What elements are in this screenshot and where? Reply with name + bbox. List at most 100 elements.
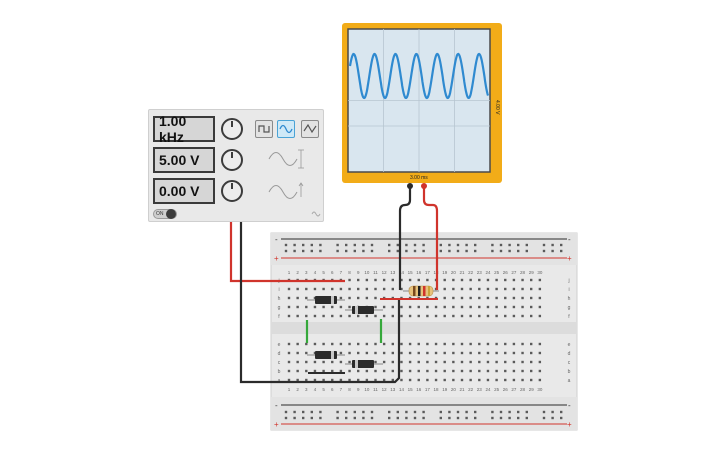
terminal-hole[interactable]	[469, 296, 472, 300]
terminal-hole[interactable]	[365, 351, 369, 355]
terminal-hole[interactable]	[452, 305, 455, 309]
terminal-hole[interactable]	[348, 369, 351, 373]
wire-scope-positive[interactable]	[422, 186, 439, 290]
rail-hole[interactable]	[362, 243, 365, 247]
terminal-hole[interactable]	[305, 314, 308, 318]
function-generator[interactable]: 1.00 kHz 5.00 V 0.00 V	[148, 109, 324, 222]
terminal-hole[interactable]	[357, 278, 360, 282]
terminal-hole[interactable]	[400, 314, 403, 318]
rail-hole[interactable]	[542, 416, 546, 420]
terminal-hole[interactable]	[391, 369, 394, 373]
terminal-hole[interactable]	[478, 378, 481, 382]
rail-hole[interactable]	[405, 410, 408, 414]
terminal-hole[interactable]	[504, 296, 507, 300]
rail-hole[interactable]	[474, 243, 477, 247]
terminal-hole[interactable]	[486, 305, 490, 309]
terminal-hole[interactable]	[322, 360, 325, 364]
rail-hole[interactable]	[465, 249, 468, 253]
terminal-hole[interactable]	[339, 360, 343, 364]
rail-hole[interactable]	[345, 416, 348, 420]
rail-hole[interactable]	[465, 410, 468, 414]
terminal-hole[interactable]	[348, 360, 351, 364]
rail-hole[interactable]	[422, 410, 425, 414]
rail-hole[interactable]	[491, 416, 494, 420]
terminal-hole[interactable]	[400, 360, 403, 364]
terminal-hole[interactable]	[495, 314, 498, 318]
breadboard-holes[interactable]	[284, 243, 563, 420]
terminal-hole[interactable]	[417, 342, 420, 346]
terminal-hole[interactable]	[478, 314, 481, 318]
terminal-hole[interactable]	[322, 305, 325, 309]
offset-knob[interactable]	[221, 180, 243, 202]
rail-hole[interactable]	[319, 410, 322, 414]
terminal-hole[interactable]	[486, 314, 490, 318]
rail-hole[interactable]	[499, 243, 503, 247]
terminal-hole[interactable]	[400, 369, 403, 373]
terminal-hole[interactable]	[486, 378, 490, 382]
rail-hole[interactable]	[396, 243, 399, 247]
terminal-hole[interactable]	[331, 342, 334, 346]
terminal-hole[interactable]	[460, 287, 464, 291]
terminal-hole[interactable]	[521, 342, 524, 346]
rail-hole[interactable]	[422, 249, 425, 253]
rail-hole[interactable]	[448, 416, 451, 420]
terminal-hole[interactable]	[504, 278, 507, 282]
terminal-hole[interactable]	[331, 314, 334, 318]
terminal-hole[interactable]	[538, 342, 542, 346]
rail-hole[interactable]	[551, 243, 554, 247]
rail-hole[interactable]	[319, 243, 322, 247]
terminal-hole[interactable]	[296, 342, 299, 346]
terminal-hole[interactable]	[530, 296, 533, 300]
terminal-hole[interactable]	[478, 287, 481, 291]
terminal-hole[interactable]	[357, 287, 360, 291]
rail-hole[interactable]	[388, 243, 391, 247]
rail-hole[interactable]	[302, 416, 305, 420]
terminal-hole[interactable]	[331, 305, 334, 309]
terminal-hole[interactable]	[357, 378, 360, 382]
terminal-hole[interactable]	[530, 314, 533, 318]
terminal-hole[interactable]	[495, 287, 498, 291]
terminal-hole[interactable]	[331, 369, 334, 373]
terminal-hole[interactable]	[538, 351, 542, 355]
terminal-hole[interactable]	[530, 305, 533, 309]
terminal-hole[interactable]	[313, 342, 317, 346]
terminal-hole[interactable]	[512, 351, 516, 355]
rail-hole[interactable]	[517, 243, 520, 247]
terminal-hole[interactable]	[478, 278, 481, 282]
rail-hole[interactable]	[474, 416, 477, 420]
terminal-hole[interactable]	[313, 360, 317, 364]
terminal-hole[interactable]	[469, 342, 472, 346]
terminal-hole[interactable]	[348, 287, 351, 291]
terminal-hole[interactable]	[287, 342, 291, 346]
terminal-hole[interactable]	[426, 305, 429, 309]
rail-hole[interactable]	[405, 416, 408, 420]
terminal-hole[interactable]	[296, 351, 299, 355]
terminal-hole[interactable]	[426, 378, 429, 382]
rail-hole[interactable]	[345, 249, 348, 253]
rail-hole[interactable]	[517, 416, 520, 420]
rail-hole[interactable]	[448, 410, 451, 414]
diodes[interactable]	[307, 296, 383, 368]
amplitude-knob[interactable]	[221, 149, 243, 171]
terminal-hole[interactable]	[486, 278, 490, 282]
terminal-hole[interactable]	[357, 369, 360, 373]
terminal-hole[interactable]	[382, 314, 386, 318]
rail-hole[interactable]	[396, 249, 399, 253]
terminal-hole[interactable]	[486, 351, 490, 355]
terminal-hole[interactable]	[408, 369, 412, 373]
terminal-hole[interactable]	[374, 369, 377, 373]
rail-hole[interactable]	[465, 416, 468, 420]
rail-hole[interactable]	[542, 249, 546, 253]
terminal-hole[interactable]	[313, 287, 317, 291]
terminal-hole[interactable]	[296, 287, 299, 291]
terminal-hole[interactable]	[521, 351, 524, 355]
rail-hole[interactable]	[551, 410, 554, 414]
terminal-hole[interactable]	[400, 378, 403, 382]
terminal-hole[interactable]	[443, 305, 446, 309]
sine-wave-button[interactable]	[277, 120, 295, 138]
terminal-hole[interactable]	[478, 351, 481, 355]
rail-hole[interactable]	[525, 243, 528, 247]
rail-hole[interactable]	[362, 410, 365, 414]
terminal-hole[interactable]	[339, 342, 343, 346]
rail-hole[interactable]	[465, 243, 468, 247]
